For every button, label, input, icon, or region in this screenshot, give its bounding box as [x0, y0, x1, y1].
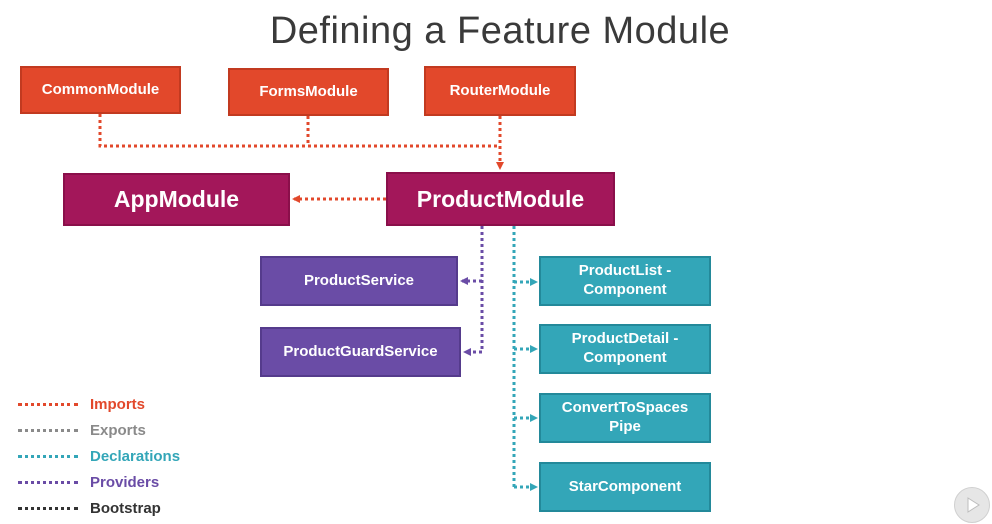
- product-service-box: ProductService: [260, 256, 458, 306]
- legend-providers: Providers: [18, 472, 159, 492]
- legend-bootstrap: Bootstrap: [18, 498, 161, 518]
- legend-imports-label: Imports: [90, 395, 146, 413]
- product-module-box: ProductModule: [386, 172, 615, 226]
- legend-declarations: Declarations: [18, 446, 180, 466]
- legend-exports-line: [18, 428, 78, 432]
- legend-declarations-line: [18, 454, 78, 458]
- legend-bootstrap-label: Bootstrap: [90, 499, 161, 517]
- legend-declarations-label: Declarations: [90, 447, 181, 465]
- router-module-box: RouterModule: [424, 66, 576, 116]
- product-guard-service-box: ProductGuardService: [260, 327, 461, 377]
- providers-connector: [460, 226, 484, 356]
- play-icon-glyph: [967, 497, 980, 513]
- legend-exports: Exports: [18, 420, 146, 440]
- app-module-box: AppModule: [63, 173, 290, 226]
- convert-to-spaces-pipe-box: ConvertToSpaces Pipe: [539, 393, 711, 443]
- page-title: Defining a Feature Module: [269, 10, 731, 52]
- product-detail-component-box: ProductDetail - Component: [539, 324, 711, 374]
- legend-imports: Imports: [18, 394, 145, 414]
- legend-providers-label: Providers: [90, 473, 160, 491]
- forms-module-box: FormsModule: [228, 68, 389, 116]
- legend-providers-line: [18, 480, 78, 484]
- star-component-box: StarComponent: [539, 462, 711, 512]
- play-icon[interactable]: [954, 487, 990, 523]
- legend-bootstrap-line: [18, 506, 78, 510]
- imports-connector: [98, 114, 504, 203]
- legend-imports-line: [18, 402, 78, 406]
- legend-exports-label: Exports: [90, 421, 146, 439]
- declarations-connector: [512, 226, 538, 491]
- product-list-component-box: ProductList - Component: [539, 256, 711, 306]
- common-module-box: CommonModule: [20, 66, 181, 114]
